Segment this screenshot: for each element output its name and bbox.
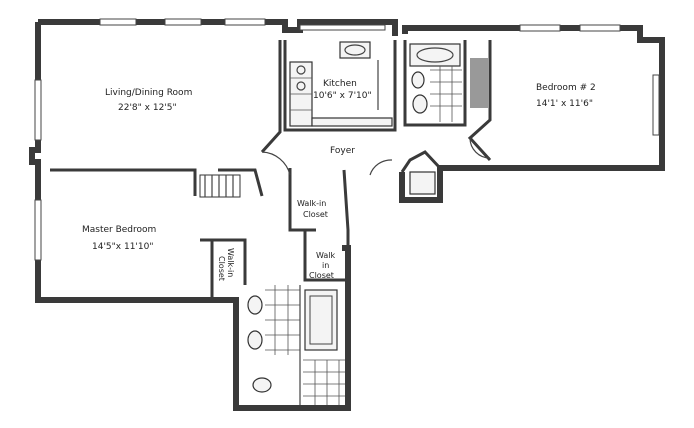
walkin-closet-1-line2: Closet [303, 210, 328, 219]
kitchen-fixtures [289, 41, 393, 127]
room-labels: Living/Dining Room 22'8" x 12'5" Kitchen… [82, 79, 596, 281]
closet-hatch [199, 174, 241, 198]
walkin-closet-1-line1: Walk-in [297, 199, 326, 208]
foyer-closet [400, 150, 442, 195]
walkin-closet-2-line2: in [322, 261, 329, 270]
master-bath-fixtures [247, 285, 345, 405]
master-bedroom-name: Master Bedroom [82, 225, 156, 235]
foyer-name: Foyer [330, 146, 355, 156]
walkin-closet-2-line1: Walk [316, 251, 336, 260]
door-swings [261, 137, 491, 176]
bath-1-fixtures [409, 43, 488, 122]
master-bedroom-dims: 14'5"x 11'10" [92, 242, 154, 252]
bedroom2-name: Bedroom # 2 [536, 83, 596, 93]
living-room-dims: 22'8" x 12'5" [118, 103, 177, 113]
living-room-name: Living/Dining Room [105, 88, 192, 98]
kitchen-name: Kitchen [323, 79, 357, 89]
windows [34, 18, 660, 261]
walkin-closet-3-line1: Walk-in [226, 248, 235, 277]
kitchen-dims: 10'6" x 7'10" [313, 91, 372, 101]
walkin-closet-2-line3: Closet [309, 271, 334, 280]
bedroom2-dims: 14'1' x 11'6" [536, 99, 593, 109]
walkin-closet-3-line2: Closet [217, 256, 226, 281]
